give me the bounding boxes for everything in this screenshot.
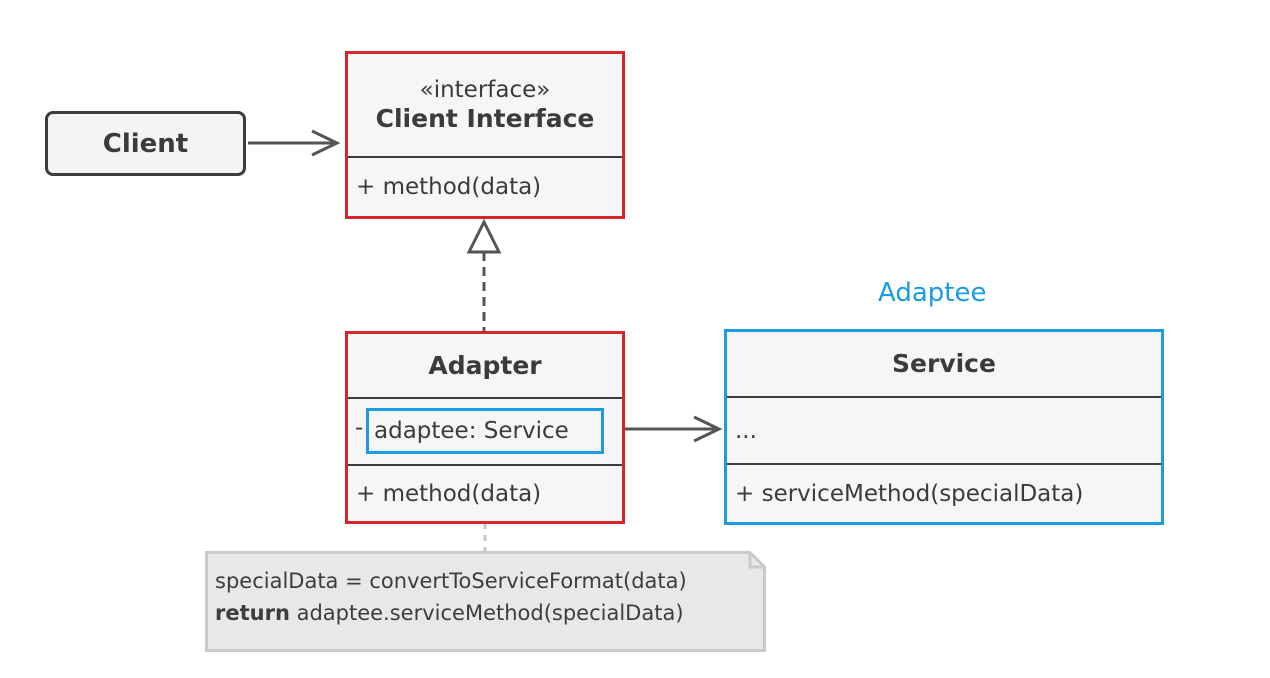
adaptee-association-arrowhead xyxy=(693,415,723,443)
service-methods: + serviceMethod(specialData) xyxy=(727,465,1161,522)
note-line-2-rest: adaptee.serviceMethod(specialData) xyxy=(289,601,684,625)
service-header: Service xyxy=(727,332,1161,398)
adaptee-field: adaptee: Service xyxy=(374,418,569,444)
service-method: + serviceMethod(specialData) xyxy=(735,480,1084,507)
client-label: Client xyxy=(102,128,189,159)
adapter-method: + method(data) xyxy=(356,480,542,507)
service-fields: ... xyxy=(727,398,1161,465)
adaptee-field-highlight: adaptee: Service xyxy=(366,408,604,454)
adapter-header: Adapter xyxy=(348,334,622,399)
adapter-methods: + method(data) xyxy=(348,466,622,521)
adapter-fields: - adaptee: Service xyxy=(348,399,622,466)
adapter-box[interactable]: Adapter - adaptee: Service + method(data… xyxy=(345,331,625,524)
client-interface-header: «interface» Client Interface xyxy=(348,54,622,158)
client-interface-method: + method(data) xyxy=(356,174,542,200)
note-shape xyxy=(205,551,766,652)
field-visibility: - xyxy=(355,415,364,441)
adapter-title: Adapter xyxy=(428,350,542,380)
note-line-2: return adaptee.serviceMethod(specialData… xyxy=(215,597,766,629)
client-interface-methods: + method(data) xyxy=(348,158,622,216)
client-association-arrowhead xyxy=(311,129,341,157)
adaptee-role-label: Adaptee xyxy=(878,278,987,308)
realization-triangle xyxy=(466,218,502,254)
client-interface-title: Client Interface xyxy=(375,104,595,133)
note-line-1: specialData = convertToServiceFormat(dat… xyxy=(215,569,687,593)
interface-stereotype: «interface» xyxy=(419,77,551,103)
client-box[interactable]: Client xyxy=(45,111,246,176)
service-fields-ellipsis: ... xyxy=(735,417,757,444)
return-keyword: return xyxy=(215,601,290,625)
service-box[interactable]: Service ... + serviceMethod(specialData) xyxy=(724,329,1164,525)
service-title: Service xyxy=(892,349,996,378)
client-interface-box[interactable]: «interface» Client Interface + method(da… xyxy=(345,51,625,219)
adapter-method-note[interactable]: specialData = convertToServiceFormat(dat… xyxy=(205,551,766,652)
